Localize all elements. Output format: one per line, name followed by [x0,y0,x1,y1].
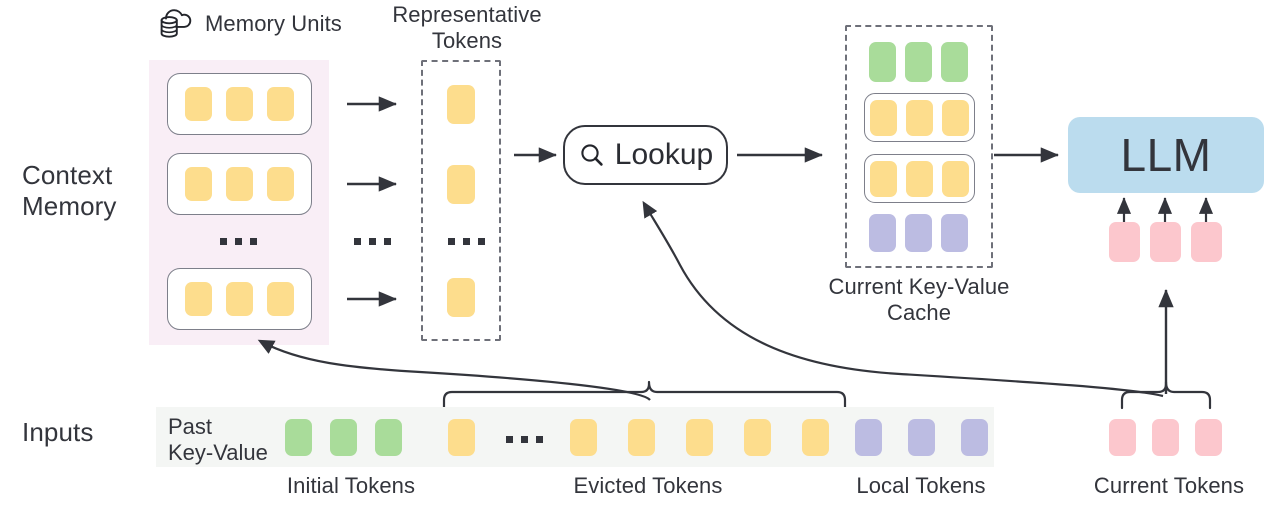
memory-units-ellipsis [220,238,257,245]
memory-token [226,167,253,201]
kv-cache-row-boxed [864,154,975,203]
kv-cache-token [905,214,932,252]
context-memory-row-label-line2: Memory [22,190,117,221]
kv-cache-row [869,213,969,253]
memory-unit[interactable] [167,153,312,215]
llm-input-token [1150,222,1181,262]
input-token-current [1152,419,1179,456]
arrow-column-ellipsis [354,238,391,245]
representative-token [447,165,475,204]
caption-current-tokens: Current Tokens [1093,473,1245,498]
memory-units-header: Memory Units [156,4,342,44]
memory-token [185,167,212,201]
input-token-current [1195,419,1222,456]
kv-cache-row-boxed [864,93,975,142]
input-token-evicted [802,419,829,456]
kv-cache-token [942,160,969,197]
magnifier-icon [578,141,606,169]
representative-tokens-header-line1: Representative [392,2,542,27]
input-token-current [1109,419,1136,456]
kv-cache-token [869,42,896,82]
representative-tokens-header-line2: Tokens [431,28,503,54]
kv-cache-caption: Current Key-Value Cache [813,274,1025,327]
kv-cache-box [845,25,993,268]
past-key-value-line1: Past [168,414,213,439]
representative-token [447,278,475,317]
representative-tokens-header: Representative Tokens [377,2,557,55]
memory-units-header-label: Memory Units [205,10,342,36]
input-token-evicted [570,419,597,456]
memory-token [185,282,212,316]
memory-token [267,282,294,316]
memory-token [267,87,294,121]
llm-block[interactable]: LLM [1068,117,1264,193]
past-key-value-line2: Key-Value [168,439,268,465]
kv-cache-token [942,99,969,136]
past-key-value-label: Past Key-Value [168,414,288,466]
input-token-local [855,419,882,456]
memory-token [267,167,294,201]
memory-token [226,282,253,316]
kv-cache-token [906,160,933,197]
lookup-button[interactable]: Lookup [563,125,728,185]
context-memory-row-label: Context Memory [22,160,162,221]
memory-unit[interactable] [167,73,312,135]
input-token-initial [330,419,357,456]
input-token-evicted [744,419,771,456]
kv-cache-token [941,214,968,252]
kv-cache-token [905,42,932,82]
memory-unit[interactable] [167,268,312,330]
caption-evicted-tokens: Evicted Tokens [573,473,723,498]
memory-token [185,87,212,121]
kv-cache-caption-line2: Cache [886,300,952,326]
context-memory-row-label-line1: Context [22,160,113,190]
representative-tokens-ellipsis [448,238,485,245]
input-token-initial [375,419,402,456]
representative-token [447,85,475,124]
inputs-row-label: Inputs [22,417,94,447]
kv-cache-row [869,40,969,84]
kv-cache-token [870,160,897,197]
lookup-label: Lookup [614,138,714,171]
caption-local-tokens: Local Tokens [856,473,986,498]
input-token-evicted [628,419,655,456]
input-token-local [961,419,988,456]
llm-input-token [1191,222,1222,262]
kv-cache-caption-line1: Current Key-Value [828,274,1010,299]
memory-token [226,87,253,121]
kv-cache-token [906,99,933,136]
kv-cache-token [870,99,897,136]
input-token-evicted [448,419,475,456]
representative-tokens-box [421,60,501,341]
llm-label: LLM [1120,129,1212,181]
kv-cache-token [941,42,968,82]
cloud-database-icon [156,4,196,44]
kv-cache-token [869,214,896,252]
input-token-initial [285,419,312,456]
caption-initial-tokens: Initial Tokens [286,473,416,498]
llm-input-token [1109,222,1140,262]
input-token-local [908,419,935,456]
input-token-evicted [686,419,713,456]
input-sequence-ellipsis [506,436,543,443]
